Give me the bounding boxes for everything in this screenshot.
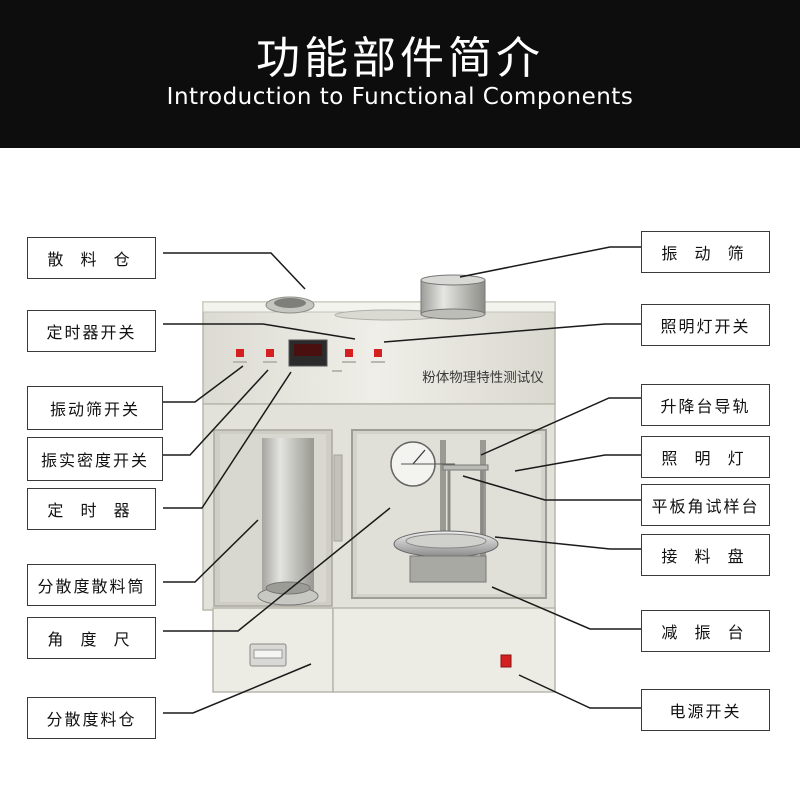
- indicator-4: [374, 349, 382, 357]
- damping-stage: [409, 555, 487, 583]
- vibrating-sieve-rim: [420, 274, 486, 286]
- leader-right-4: [514, 454, 641, 472]
- leader-right-5: [462, 475, 641, 501]
- leader-left-7: [163, 507, 391, 632]
- vibrating-sieve-body: [420, 279, 486, 315]
- leader-right-7: [491, 586, 641, 630]
- leader-left-2: [163, 323, 356, 340]
- label-damping-stage: 减 振 台: [641, 610, 770, 652]
- lower-right-cabinet: [332, 607, 556, 693]
- label-lift-guide-rail: 升降台导轨: [641, 384, 770, 426]
- leader-right-2: [383, 323, 641, 343]
- flat-angle-sample-stage: [442, 464, 489, 471]
- indicator-2: [266, 349, 274, 357]
- leader-right-6: [494, 536, 641, 550]
- label-flat-angle-stage: 平板角试样台: [641, 484, 770, 526]
- lower-details: [249, 643, 512, 668]
- top-fittings: [265, 274, 486, 321]
- page-subtitle: Introduction to Functional Components: [166, 84, 634, 110]
- label-angle-ruler: 角 度 尺: [27, 617, 156, 659]
- dispersion-tube: [262, 438, 314, 598]
- label-vibrating-sieve-switch: 振动筛开关: [27, 386, 163, 430]
- door-handle: [333, 454, 343, 542]
- label-light-switch: 照明灯开关: [641, 304, 770, 346]
- page-title: 功能部件简介: [256, 33, 544, 84]
- leader-left-3: [163, 365, 244, 403]
- indicator-3: [345, 349, 353, 357]
- leader-left-5: [163, 371, 292, 509]
- label-power-switch: 电源开关: [641, 689, 770, 731]
- leader-left-4: [163, 369, 269, 456]
- leader-right-8: [518, 674, 641, 709]
- leader-left-6: [163, 519, 259, 583]
- feed-hopper-hole: [274, 298, 306, 308]
- label-vibrating-sieve: 振 动 筛: [641, 231, 770, 273]
- control-panel: 粉体物理特性测试仪: [233, 339, 544, 386]
- leader-right-3: [480, 397, 641, 456]
- label-dispersion-tube: 分散度散料筒: [27, 564, 156, 606]
- instrument-name-plate: 粉体物理特性测试仪: [422, 370, 544, 386]
- leader-left-1: [163, 252, 306, 290]
- power-switch-button: [500, 654, 512, 668]
- label-tap-density-switch: 振实密度开关: [27, 437, 163, 481]
- right-window: [333, 429, 547, 599]
- leader-right-1: [459, 246, 641, 278]
- header-banner: 功能部件简介 Introduction to Functional Compon…: [0, 0, 800, 148]
- label-timer-switch: 定时器开关: [27, 310, 156, 352]
- lift-guide-rail-1: [440, 440, 446, 574]
- leader-left-8: [163, 663, 312, 714]
- timer-screen: [294, 344, 322, 356]
- label-dispersion-hopper: 分散度料仓: [27, 697, 156, 739]
- vibrating-sieve-base: [420, 308, 486, 320]
- left-compartment: [213, 429, 333, 607]
- leader-lines: [163, 246, 641, 714]
- indicator-1: [236, 349, 244, 357]
- label-light: 照 明 灯: [641, 436, 770, 478]
- label-receiving-tray: 接 料 盘: [641, 534, 770, 576]
- label-timer: 定 时 器: [27, 488, 156, 530]
- label-bulk-hopper: 散 料 仓: [27, 237, 156, 279]
